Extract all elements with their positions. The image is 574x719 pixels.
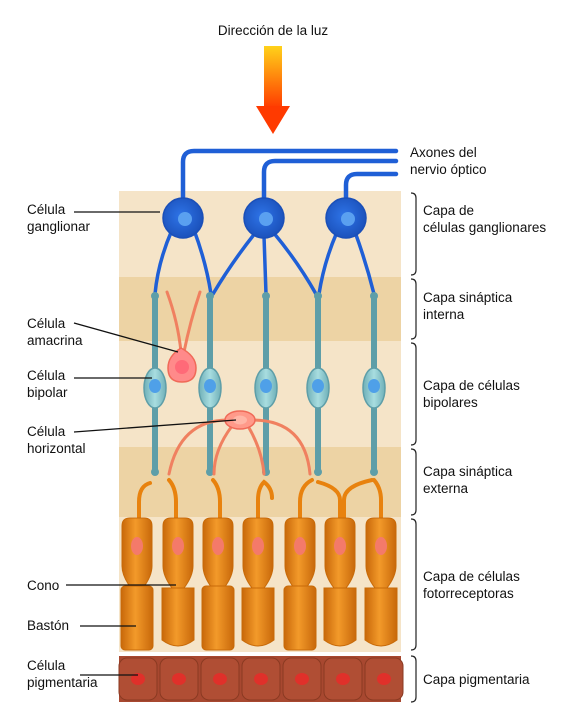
left-labels: Célula ganglionar Célula amacrina Célula… [27, 202, 98, 690]
ganglion-dendrites [153, 228, 376, 296]
photoreceptors [120, 517, 398, 651]
cone-cell [284, 517, 316, 589]
layer-brackets [410, 192, 417, 703]
bipolar-cell-label: Célula bipolar [27, 368, 69, 400]
left-leader-lines [66, 211, 237, 676]
bipolar-cell [362, 292, 386, 476]
ganglion-cell [243, 197, 285, 239]
amacrine-cell-label: Célula amacrina [27, 316, 83, 348]
bipolar-cell [198, 292, 222, 476]
cone-cell [324, 517, 356, 589]
cone-outer-segment [364, 587, 398, 647]
pigment-layer-label: Capa pigmentaria [423, 672, 530, 687]
right-labels: Axones del nervio óptico Capa de células… [410, 145, 546, 687]
pigment-cell [282, 657, 322, 701]
cone-cell [162, 517, 194, 589]
bipolar-cell [254, 292, 278, 476]
axons-label: Axones del nervio óptico [410, 145, 487, 177]
outer-synaptic-label: Capa sináptica externa [423, 464, 516, 496]
rod-label: Bastón [27, 618, 69, 633]
cone-outer-segment [323, 587, 357, 647]
pigment-cell [364, 657, 404, 701]
bipolar-cells [143, 292, 386, 476]
pigment-cell-label: Célula pigmentaria [27, 658, 98, 690]
inner-synaptic-label: Capa sináptica interna [423, 290, 516, 322]
cone-outer-segment [161, 587, 195, 647]
ganglion-cells [162, 197, 367, 239]
horizontal-cell-body [224, 410, 256, 430]
horizontal-cell [167, 418, 312, 476]
cone-cell [365, 517, 397, 589]
cone-cell [121, 517, 153, 589]
pigment-cell [323, 657, 363, 701]
optic-nerve-axons [180, 148, 399, 217]
light-direction-arrow [256, 46, 290, 134]
bipolar-cell [306, 292, 330, 476]
cone-label: Cono [27, 578, 59, 593]
cone-cell [202, 517, 234, 589]
pigment-cell [118, 657, 158, 701]
rod-outer-segment [120, 585, 154, 651]
rod-outer-segment [283, 585, 317, 651]
pigment-cell [159, 657, 199, 701]
ganglion-cell [325, 197, 367, 239]
cone-outer-segment [241, 587, 275, 647]
horizontal-cell-label: Célula horizontal [27, 424, 86, 456]
photoreceptor-layer-label: Capa de células fotorreceptoras [423, 569, 524, 601]
pigment-cell [241, 657, 281, 701]
photoreceptor-terminals [137, 478, 383, 524]
pigment-layer [118, 656, 404, 702]
light-direction-title: Dirección de la luz [218, 23, 329, 38]
inner-synaptic-band [119, 277, 401, 341]
ganglion-cell [162, 197, 204, 239]
cone-cell [242, 517, 274, 589]
pigment-cell [200, 657, 240, 701]
bipolar-layer-label: Capa de células bipolares [423, 378, 524, 410]
ganglion-layer-label: Capa de células ganglionares [423, 203, 546, 235]
rod-outer-segment [201, 585, 235, 651]
amacrine-cell [165, 290, 202, 383]
ganglion-cell-label: Célula ganglionar [27, 202, 91, 234]
